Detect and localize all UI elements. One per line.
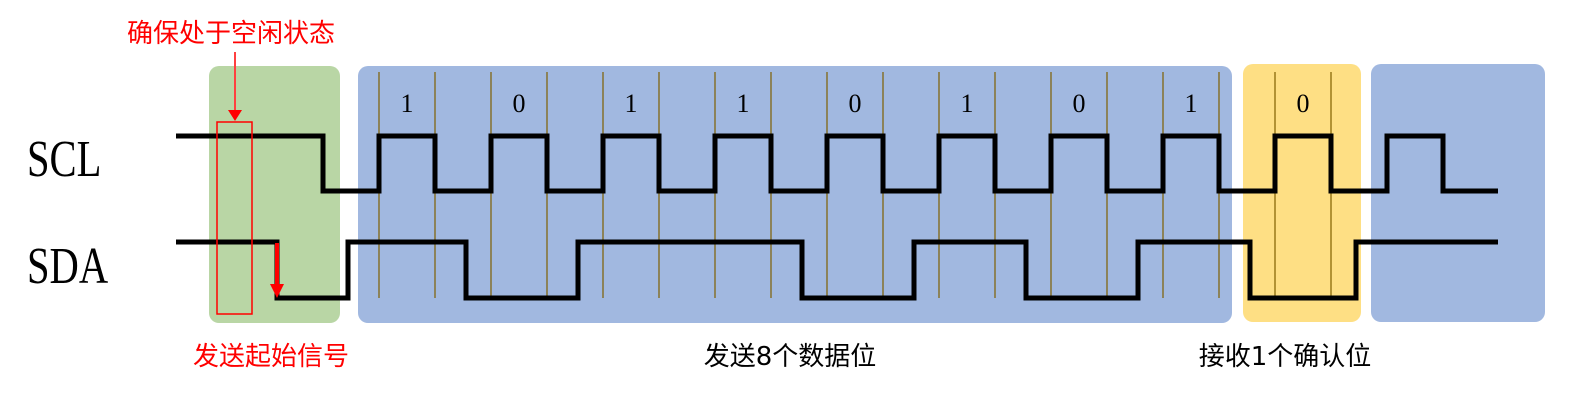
idle-annotation: 确保处于空闲状态 xyxy=(127,19,335,49)
data-bit-label: 1 xyxy=(737,89,750,118)
data-bit-label: 1 xyxy=(401,89,414,118)
data-bit-label: 1 xyxy=(961,89,974,118)
ack-bit-label: 0 xyxy=(1297,89,1310,118)
idle-arrow-head xyxy=(228,110,242,121)
start-arrow-head xyxy=(270,284,284,298)
scl-waveform xyxy=(176,133,1498,194)
sda-label: SDA xyxy=(27,237,108,295)
sda-waveform xyxy=(176,239,1498,301)
data-bit-label: 0 xyxy=(513,89,526,118)
data-annotation: 发送8个数据位 xyxy=(704,342,877,372)
ack-annotation: 接收1个确认位 xyxy=(1199,342,1372,372)
start-phase-region xyxy=(209,66,340,323)
data-phase-region xyxy=(358,66,1232,323)
start-annotation: 发送起始信号 xyxy=(193,342,349,372)
bit-labels: 1 0 1 1 0 1 0 1 0 xyxy=(401,89,1310,118)
data-bit-label: 1 xyxy=(1185,89,1198,118)
data-bit-label: 0 xyxy=(1073,89,1086,118)
data-bit-label: 1 xyxy=(625,89,638,118)
scl-label: SCL xyxy=(27,130,101,188)
idle-highlight-box xyxy=(216,121,253,315)
data-bit-label: 0 xyxy=(849,89,862,118)
